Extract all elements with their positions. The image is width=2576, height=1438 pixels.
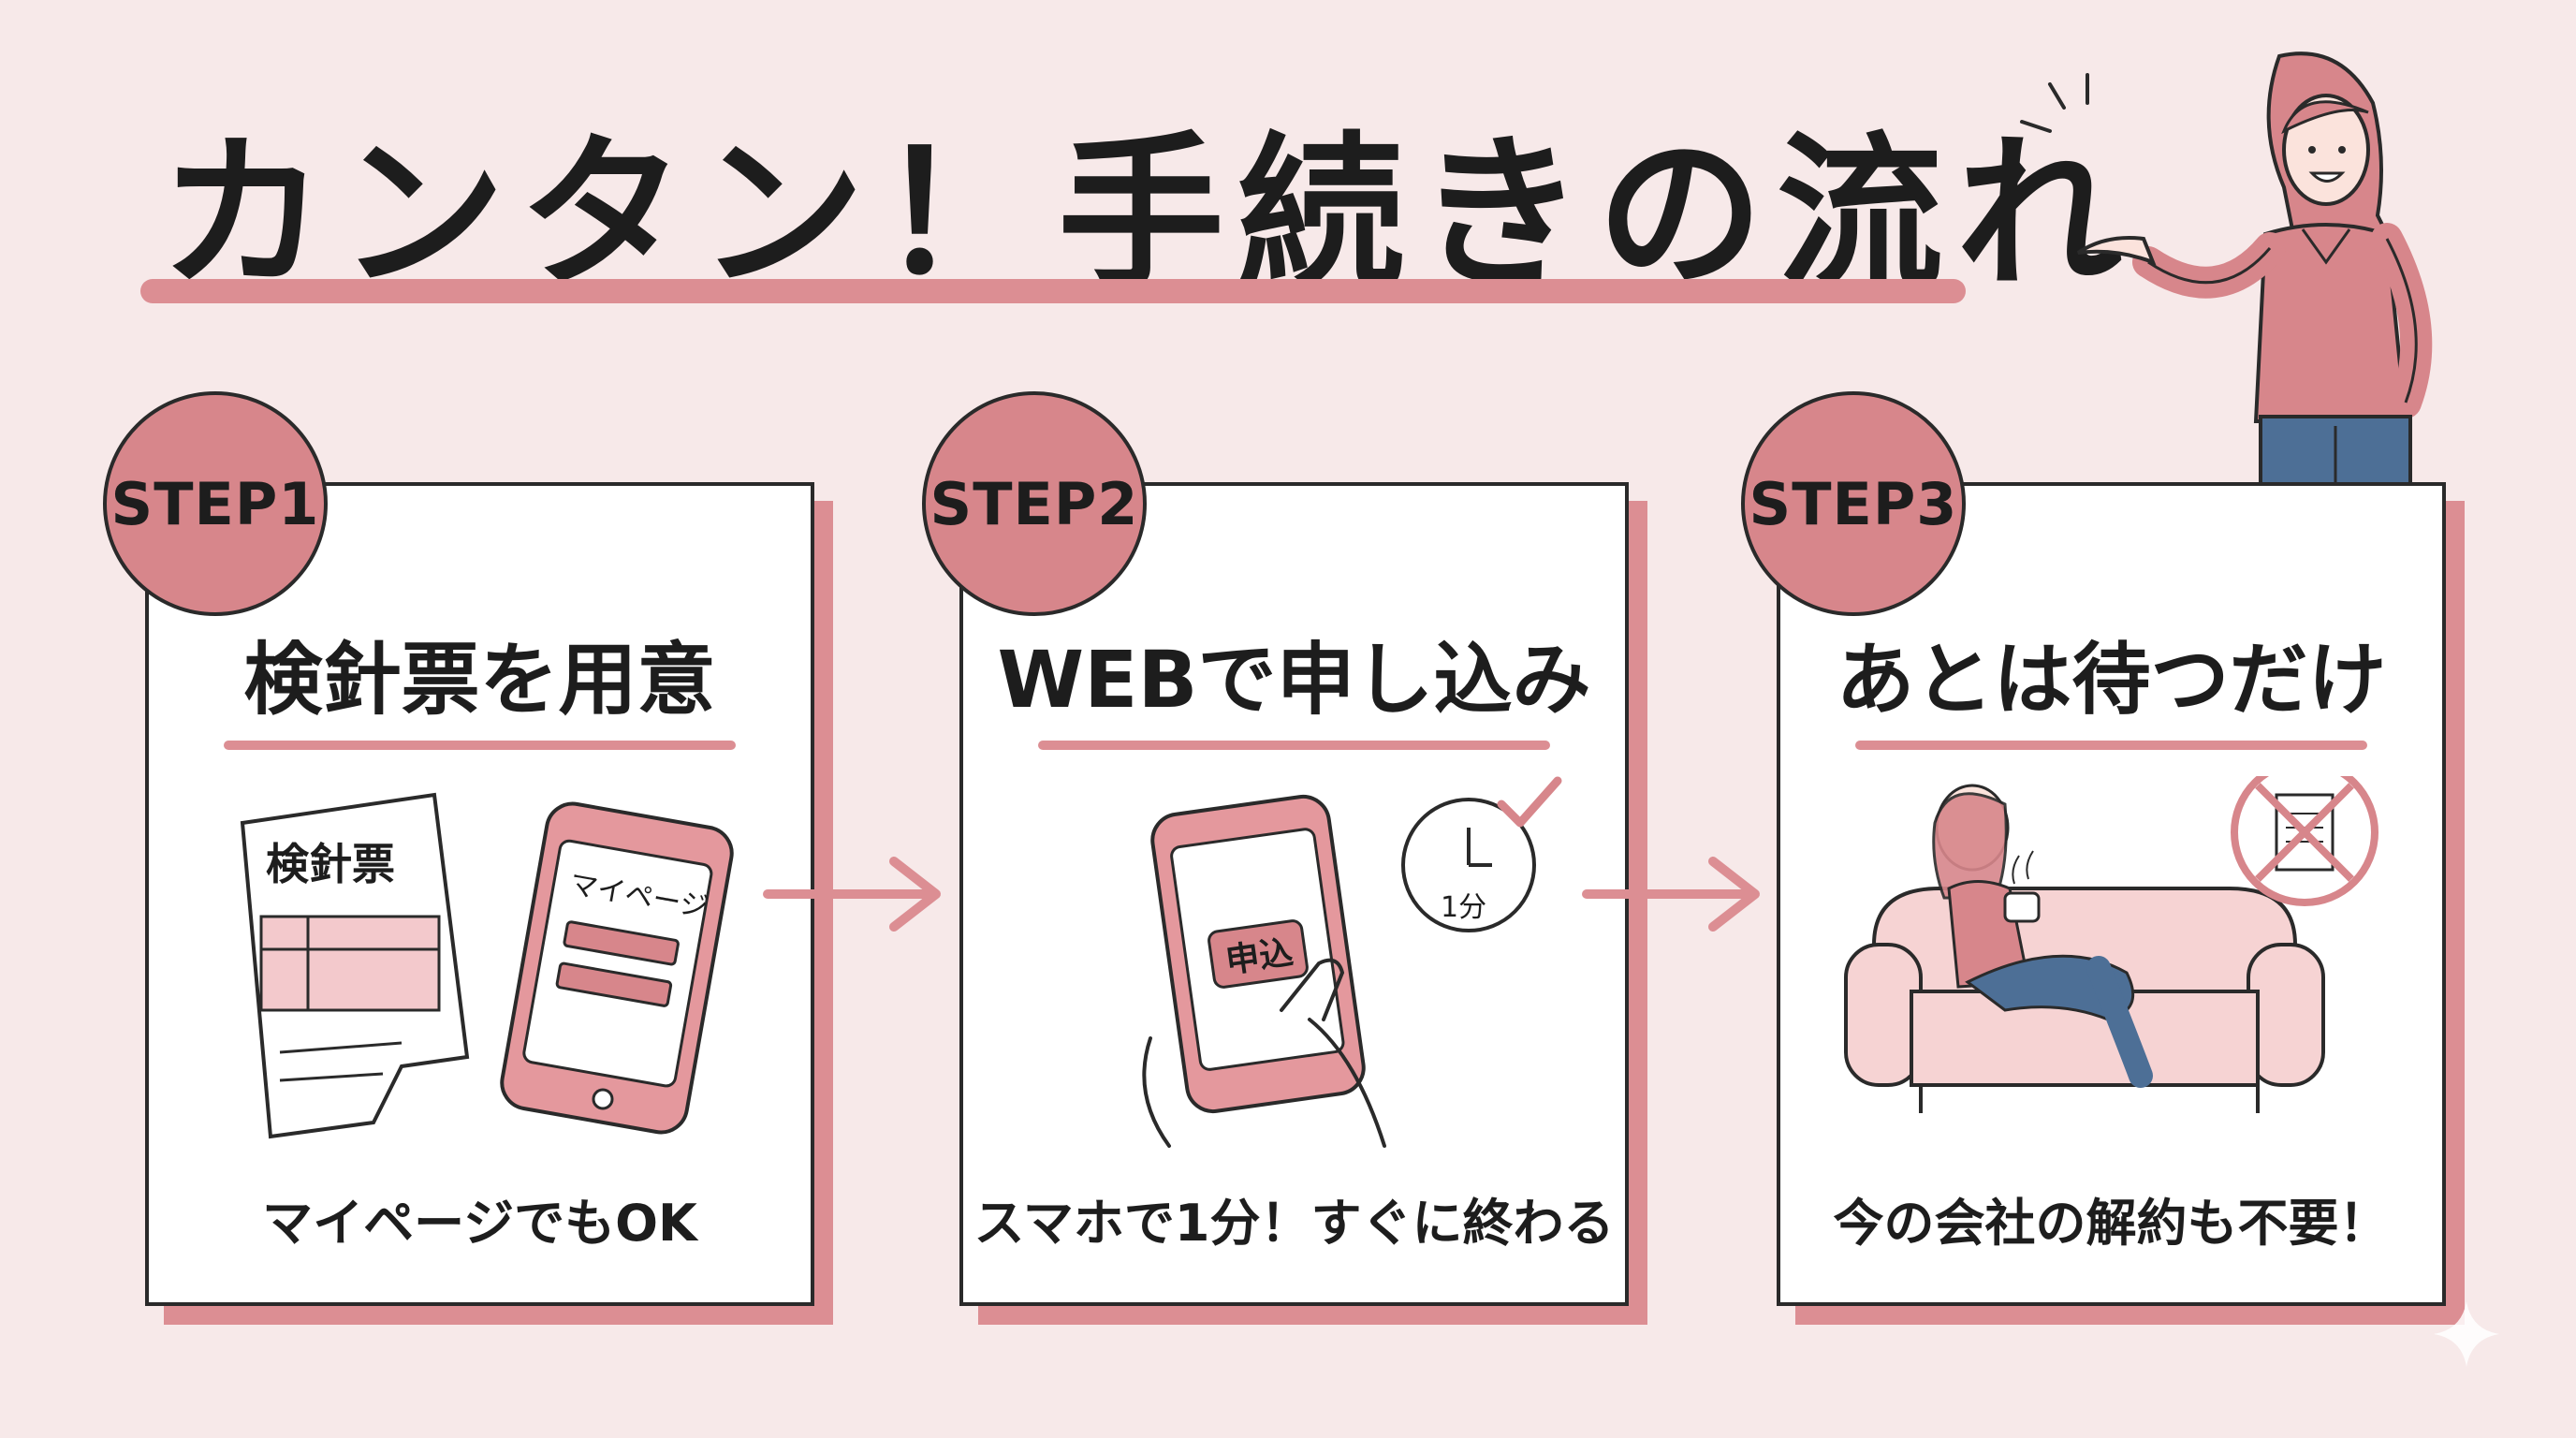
phone-apply-illustration: 申込 1分 <box>1142 776 1562 1148</box>
step-card-3: あとは待つだけ 今の会社の解約も不要！ <box>1777 482 2446 1306</box>
clock-one-minute: 1分 <box>1401 776 1562 932</box>
relaxing-on-sofa-illustration <box>1844 776 2378 1113</box>
clock-label: 1分 <box>1441 891 1486 924</box>
step-badge-1: STEP1 <box>103 391 328 616</box>
step-card-2: WEBで申し込み 申込 1分 スマホで1分！すぐに終わる <box>959 482 1629 1306</box>
heading-underline <box>1855 741 2367 750</box>
smartphone-mypage: マイページ <box>500 801 734 1135</box>
meter-slip-document: 検針票 <box>240 792 470 1139</box>
sparkle-icon <box>2434 1301 2499 1367</box>
step-caption: マイページでもOK <box>262 1194 697 1253</box>
smartphone-apply: 申込 <box>1150 794 1366 1114</box>
step-heading: あとは待つだけ <box>1836 634 2387 726</box>
arrow-right-icon <box>763 857 941 932</box>
step-heading: WEBで申し込み <box>997 634 1591 726</box>
step-heading: 検針票を用意 <box>243 634 716 726</box>
doc-label: 検針票 <box>266 839 395 889</box>
arrow-right-icon <box>1582 857 1760 932</box>
step-badge-2: STEP2 <box>922 391 1147 616</box>
heading-underline <box>224 741 736 750</box>
relaxing-woman <box>1932 784 2153 1088</box>
step-badge-3: STEP3 <box>1741 391 1966 616</box>
step-caption: スマホで1分！すぐに終わる <box>973 1194 1615 1253</box>
page-title: カンタン！手続きの流れ <box>159 117 2136 311</box>
step-caption: 今の会社の解約も不要！ <box>1833 1194 2390 1253</box>
title-underline <box>140 279 1966 303</box>
apply-button-label: 申込 <box>1223 933 1295 981</box>
meter-slip-and-phone-illustration: 検針票 マイページ <box>240 792 734 1139</box>
no-paperwork-icon <box>2231 776 2378 906</box>
presenter-woman-illustration <box>2020 51 2433 487</box>
heading-underline <box>1038 741 1550 750</box>
